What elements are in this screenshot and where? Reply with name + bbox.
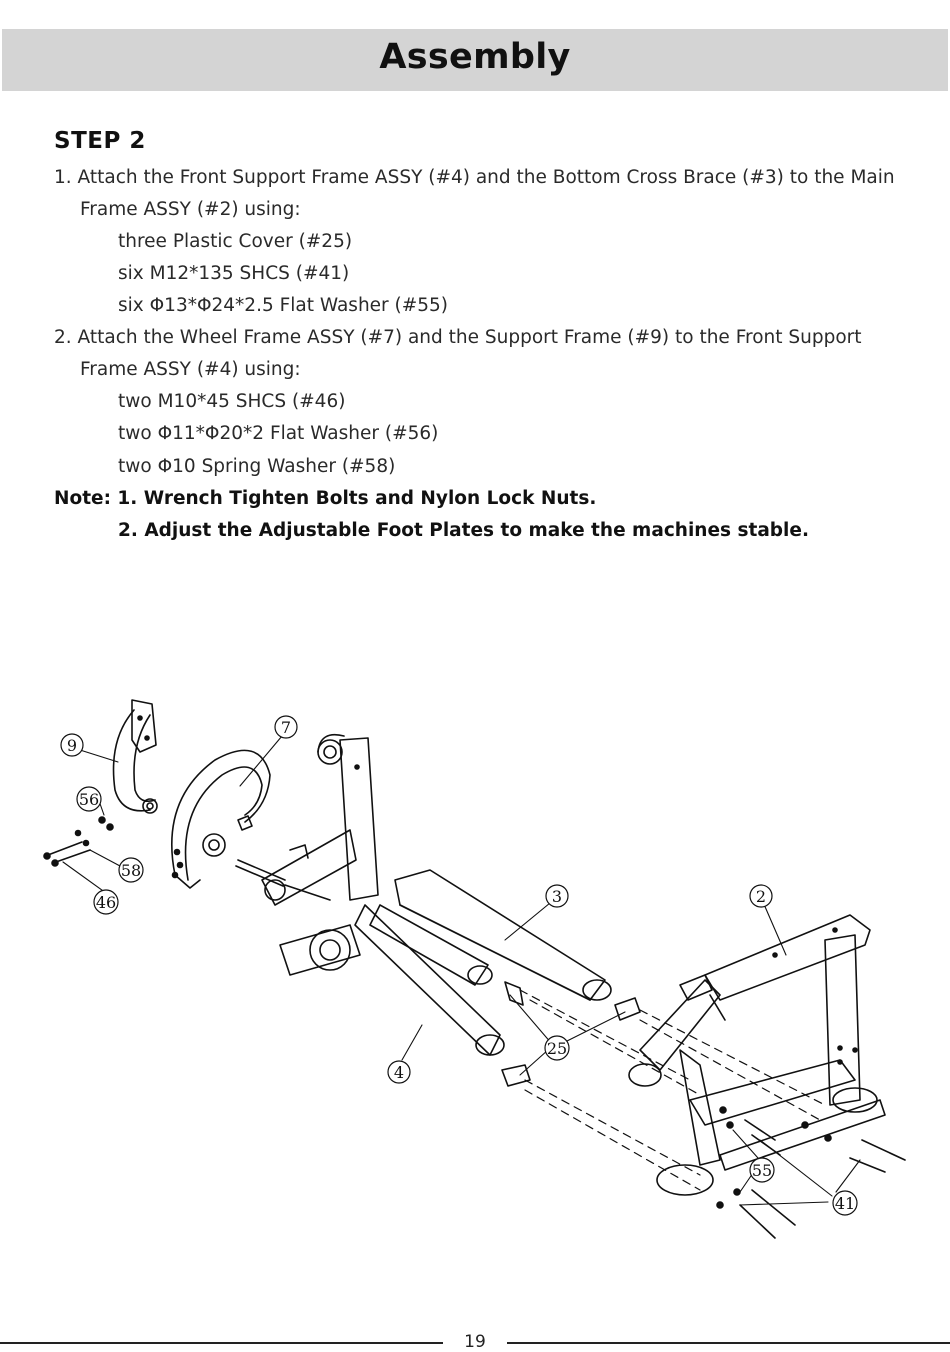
leader-lines bbox=[62, 735, 861, 1206]
callout-7: 7 bbox=[274, 715, 298, 739]
page-title: Assembly bbox=[379, 37, 571, 77]
callout-41: 41 bbox=[832, 1190, 858, 1216]
callout-56: 56 bbox=[76, 786, 102, 812]
footer-rule-right bbox=[507, 1342, 950, 1344]
svg-text:9: 9 bbox=[67, 736, 77, 755]
note-line: 2. Adjust the Adjustable Foot Plates to … bbox=[118, 520, 809, 541]
svg-text:25: 25 bbox=[547, 1039, 567, 1058]
page-number: 19 bbox=[464, 1332, 486, 1352]
instruction-line: 2. Attach the Wheel Frame ASSY (#7) and … bbox=[54, 327, 862, 348]
footer-rule-left bbox=[0, 1342, 443, 1344]
callout-58: 58 bbox=[118, 857, 144, 883]
alignment-lines bbox=[519, 989, 826, 1191]
svg-text:3: 3 bbox=[552, 887, 562, 906]
callout-25: 25 bbox=[544, 1035, 570, 1061]
note-line: Note: 1. Wrench Tighten Bolts and Nylon … bbox=[54, 488, 597, 509]
front-support-frame-part bbox=[261, 733, 505, 1056]
svg-text:58: 58 bbox=[121, 861, 141, 880]
washers-55 bbox=[716, 1106, 832, 1209]
callout-9: 9 bbox=[60, 733, 84, 757]
instruction-line: 1. Attach the Front Support Frame ASSY (… bbox=[54, 167, 895, 188]
instruction-line: two M10*45 SHCS (#46) bbox=[118, 391, 346, 412]
support-frame-part bbox=[112, 699, 158, 814]
plastic-cover-part bbox=[501, 981, 641, 1087]
instruction-line: Frame ASSY (#4) using: bbox=[80, 359, 301, 380]
instruction-line: two Φ10 Spring Washer (#58) bbox=[118, 456, 396, 477]
callout-2: 2 bbox=[749, 884, 773, 908]
step-title: STEP 2 bbox=[54, 128, 146, 154]
svg-text:2: 2 bbox=[756, 887, 766, 906]
bolts-46 bbox=[43, 841, 91, 867]
svg-text:55: 55 bbox=[752, 1161, 772, 1180]
svg-text:41: 41 bbox=[835, 1194, 855, 1213]
instruction-line: six Φ13*Φ24*2.5 Flat Washer (#55) bbox=[118, 295, 449, 316]
main-frame-part bbox=[628, 914, 886, 1196]
header-band bbox=[2, 29, 948, 91]
instruction-line: six M12*135 SHCS (#41) bbox=[118, 263, 350, 284]
wheel-frame-part bbox=[171, 749, 286, 889]
svg-text:7: 7 bbox=[281, 718, 291, 737]
cross-brace-part bbox=[369, 869, 612, 1001]
callout-46: 46 bbox=[93, 889, 119, 915]
svg-text:46: 46 bbox=[96, 893, 116, 912]
callout-55: 55 bbox=[749, 1157, 775, 1183]
svg-text:56: 56 bbox=[79, 790, 99, 809]
washers-56-58 bbox=[74, 816, 114, 847]
callout-3: 3 bbox=[545, 884, 569, 908]
instruction-line: Frame ASSY (#2) using: bbox=[80, 199, 301, 220]
instruction-line: two Φ11*Φ20*2 Flat Washer (#56) bbox=[118, 423, 439, 444]
svg-text:4: 4 bbox=[394, 1063, 404, 1082]
callout-4: 4 bbox=[387, 1060, 411, 1084]
instruction-line: three Plastic Cover (#25) bbox=[118, 231, 353, 252]
